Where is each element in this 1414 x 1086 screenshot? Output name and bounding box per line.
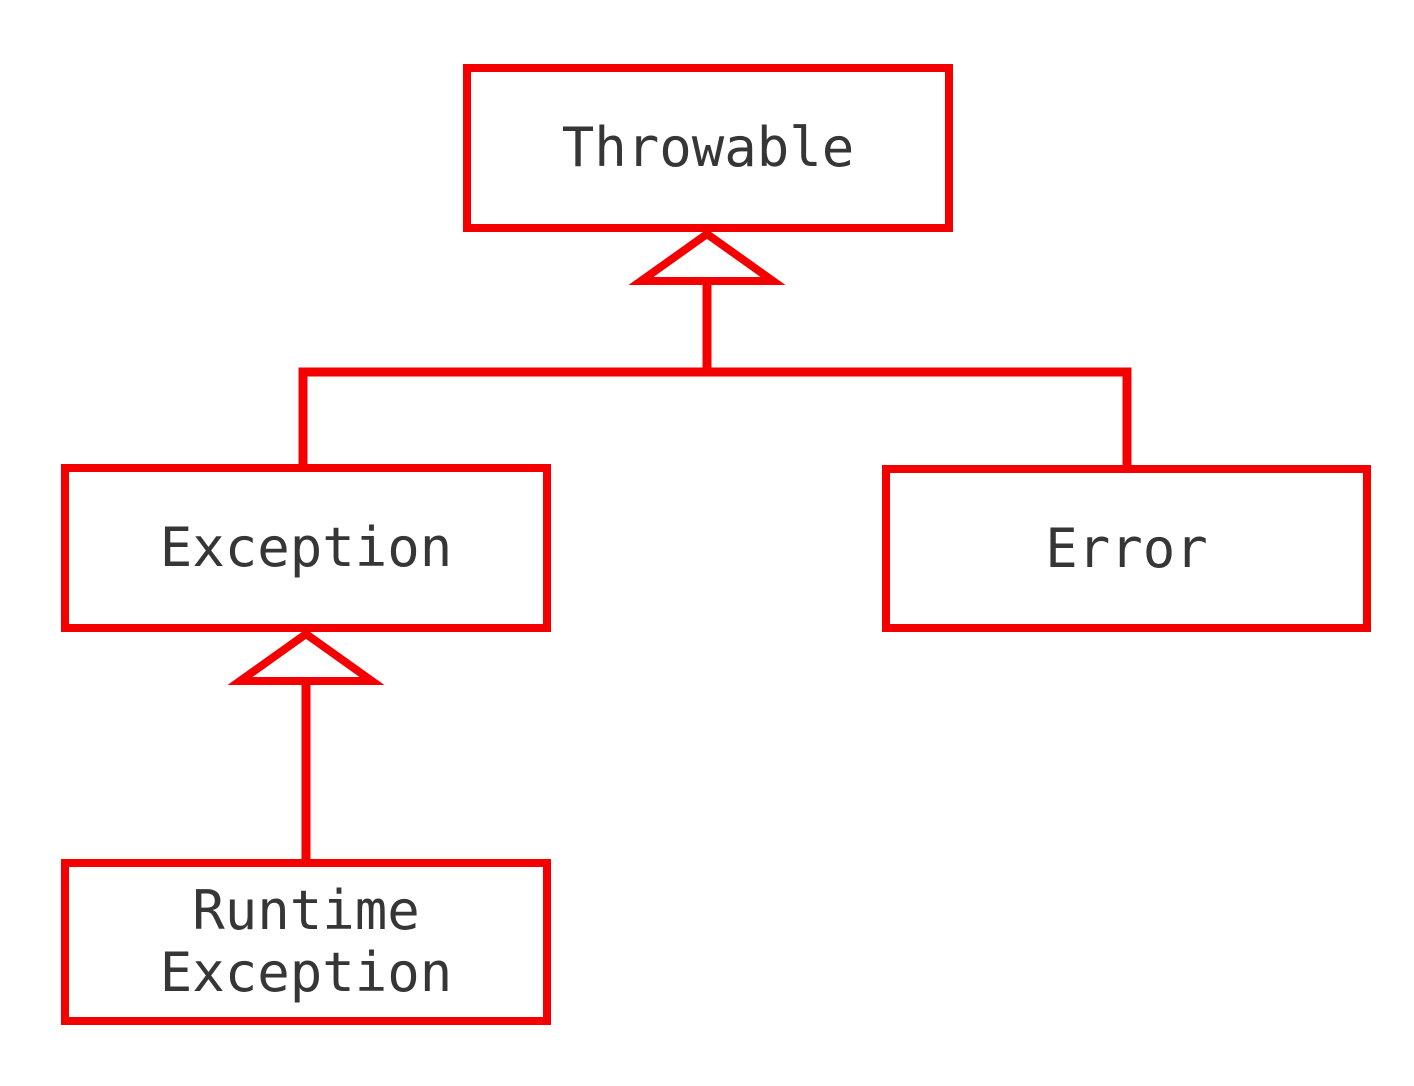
node-label: Error (1045, 516, 1208, 580)
node-throwable: Throwable (463, 64, 953, 232)
inheritance-arrowhead-icon (628, 229, 786, 285)
edge-runtime-exception-to-exception (227, 629, 385, 862)
node-error: Error (882, 465, 1371, 632)
inheritance-arrowhead-icon (227, 629, 385, 685)
node-runtime-exception: Runtime Exception (61, 859, 551, 1025)
node-label-line1: Runtime (192, 879, 420, 942)
edge-branch-line (298, 367, 1132, 470)
node-label: Throwable (561, 116, 855, 179)
node-label: Exception (159, 516, 453, 579)
node-exception: Exception (61, 464, 551, 632)
edge-children-to-throwable (298, 229, 1132, 470)
node-label-line2: Exception (159, 941, 453, 1004)
